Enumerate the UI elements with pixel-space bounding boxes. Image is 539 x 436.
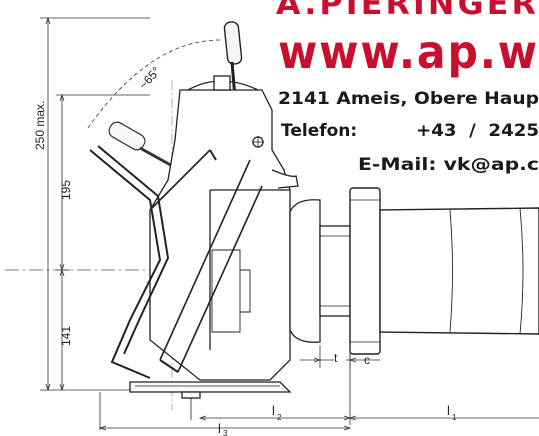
dim-total-height: 250 max. xyxy=(33,101,47,150)
email-address: E-Mail: vk@ap.c xyxy=(358,155,539,175)
mounting-bracket xyxy=(89,145,263,379)
vertical-dimensions xyxy=(40,16,150,392)
phone-value: +43 / 2425 xyxy=(416,121,539,141)
dim-l2-label: l 2 xyxy=(272,403,282,422)
phone-label: Telefon: xyxy=(281,121,357,141)
address-line: 2141 Ameis, Obere Haup xyxy=(278,89,539,109)
hitch-handle xyxy=(223,21,243,111)
dim-upper-height: 195 xyxy=(59,180,73,200)
t-c-dimension xyxy=(300,345,380,368)
angle-arc xyxy=(87,39,221,129)
angle-label: ~65° xyxy=(136,64,163,92)
dim-t-label: t xyxy=(334,351,338,365)
svg-text:2: 2 xyxy=(277,413,282,422)
dim-l1-label: l 1 xyxy=(447,403,457,422)
svg-text:3: 3 xyxy=(223,429,228,436)
svg-text:1: 1 xyxy=(452,413,457,422)
svg-text:l: l xyxy=(447,403,450,418)
socket-flange xyxy=(289,199,351,343)
coupling-body xyxy=(149,75,299,381)
dim-lower-height: 141 xyxy=(59,326,73,346)
drawbar-tube xyxy=(349,187,539,355)
svg-text:l: l xyxy=(218,421,221,436)
dim-c-label: c xyxy=(364,353,370,367)
website-url: www.ap.w xyxy=(278,25,539,79)
base-plate xyxy=(129,381,292,420)
svg-text:l: l xyxy=(272,403,275,418)
length-dimensions xyxy=(98,354,539,431)
brand-name: A.PIERINGER xyxy=(276,0,539,22)
dim-l3-label: l 3 xyxy=(218,421,228,436)
